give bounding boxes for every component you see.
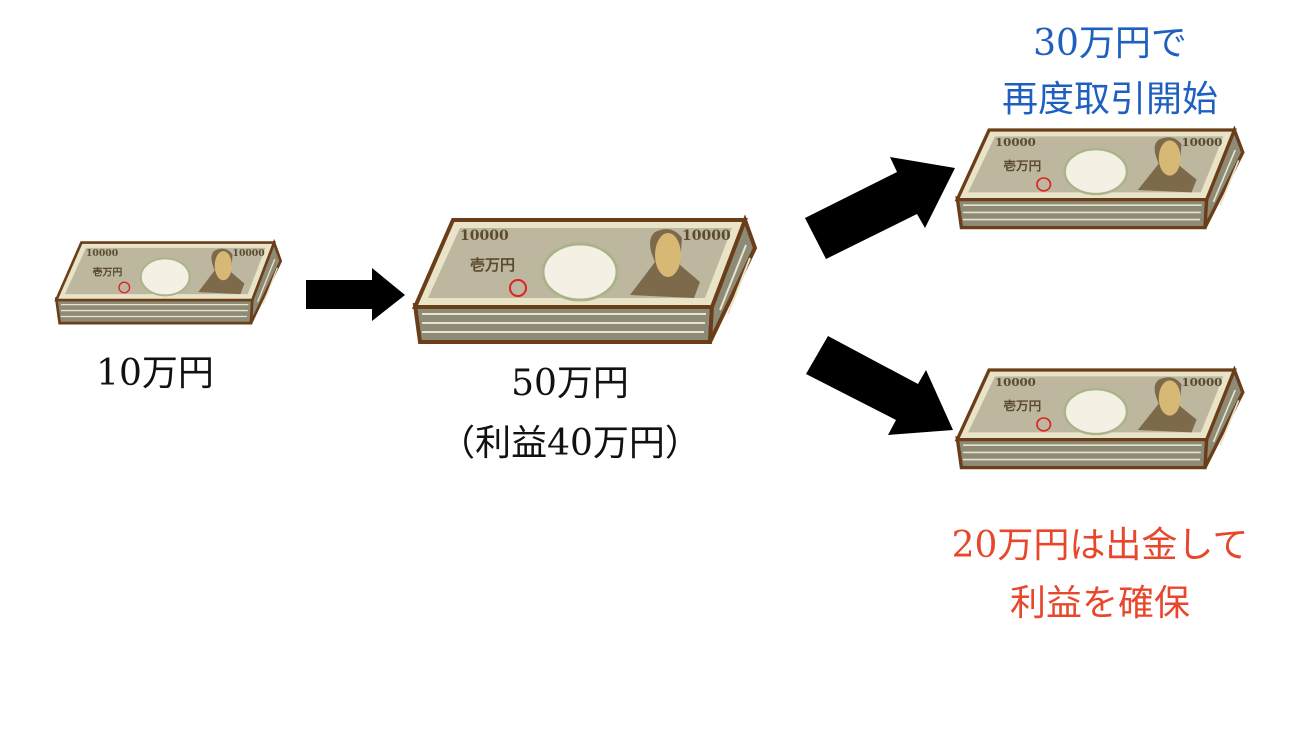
withdraw-label-line2: 利益を確保 xyxy=(1009,583,1190,624)
banknote-stack-withdraw xyxy=(955,368,1245,470)
banknote-stack-reinvest xyxy=(955,128,1245,230)
middle-amount-label: 50万円 xyxy=(511,363,629,404)
banknote-stack-small xyxy=(54,241,283,325)
reinvest-label-line1: 30万円で xyxy=(1033,23,1187,64)
note-denomination-left: 10000 xyxy=(460,228,509,244)
withdraw-label-line1: 20万円は出金して xyxy=(951,525,1249,566)
arrow-down-right-icon xyxy=(806,336,953,435)
arrow-up-right-icon xyxy=(805,157,955,259)
note-kanji: 壱万円 xyxy=(470,256,515,274)
reinvest-label-line2: 再度取引開始 xyxy=(1001,79,1218,120)
middle-profit-label: （利益40万円） xyxy=(439,423,701,464)
arrow-right-icon xyxy=(306,268,405,321)
note-denomination-right: 10000 xyxy=(682,228,731,244)
banknote-stack-large: 10000 10000 壱万円 xyxy=(411,214,758,344)
start-amount-label: 10万円 xyxy=(96,353,214,394)
